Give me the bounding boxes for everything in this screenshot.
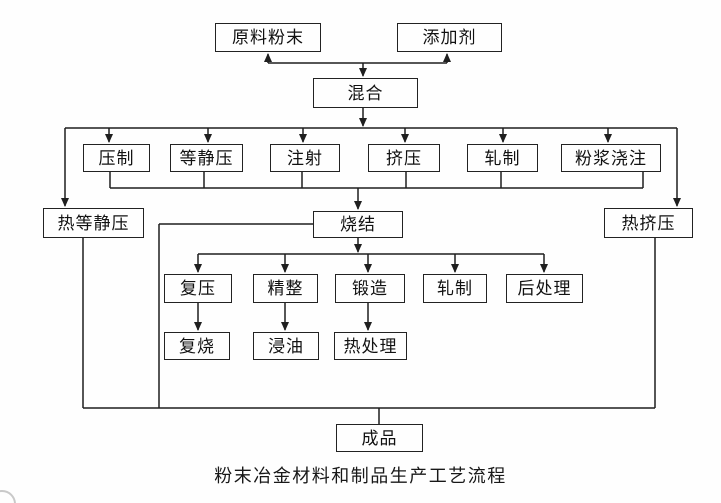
node-mixing: 混合 bbox=[313, 78, 418, 108]
node-hot-extrusion: 热挤压 bbox=[604, 208, 693, 238]
node-sizing: 精整 bbox=[253, 274, 318, 303]
node-pressing: 压制 bbox=[83, 144, 150, 172]
node-sintering: 烧结 bbox=[313, 211, 403, 238]
node-slurry-casting: 粉浆浇注 bbox=[561, 144, 661, 172]
node-additive: 添加剂 bbox=[397, 23, 502, 52]
node-rolling-secondary: 轧制 bbox=[423, 274, 487, 303]
node-heat-treatment: 热处理 bbox=[334, 332, 407, 360]
node-isostatic-pressing: 等静压 bbox=[170, 144, 243, 172]
node-post-treatment: 后处理 bbox=[506, 274, 583, 303]
node-forging: 锻造 bbox=[335, 274, 405, 303]
node-finished-product: 成品 bbox=[336, 424, 423, 452]
node-resintering: 复烧 bbox=[164, 332, 230, 360]
node-rolling: 轧制 bbox=[467, 144, 538, 172]
node-injection: 注射 bbox=[270, 144, 340, 172]
node-raw-powder: 原料粉末 bbox=[215, 23, 321, 52]
node-extrusion: 挤压 bbox=[368, 144, 440, 172]
node-oil-impregnation: 浸油 bbox=[253, 332, 319, 360]
node-repressing: 复压 bbox=[164, 274, 232, 303]
node-hot-isostatic-pressing: 热等静压 bbox=[43, 208, 144, 238]
diagram-caption: 粉末冶金材料和制品生产工艺流程 bbox=[214, 466, 507, 486]
watermark-arc bbox=[0, 490, 16, 503]
